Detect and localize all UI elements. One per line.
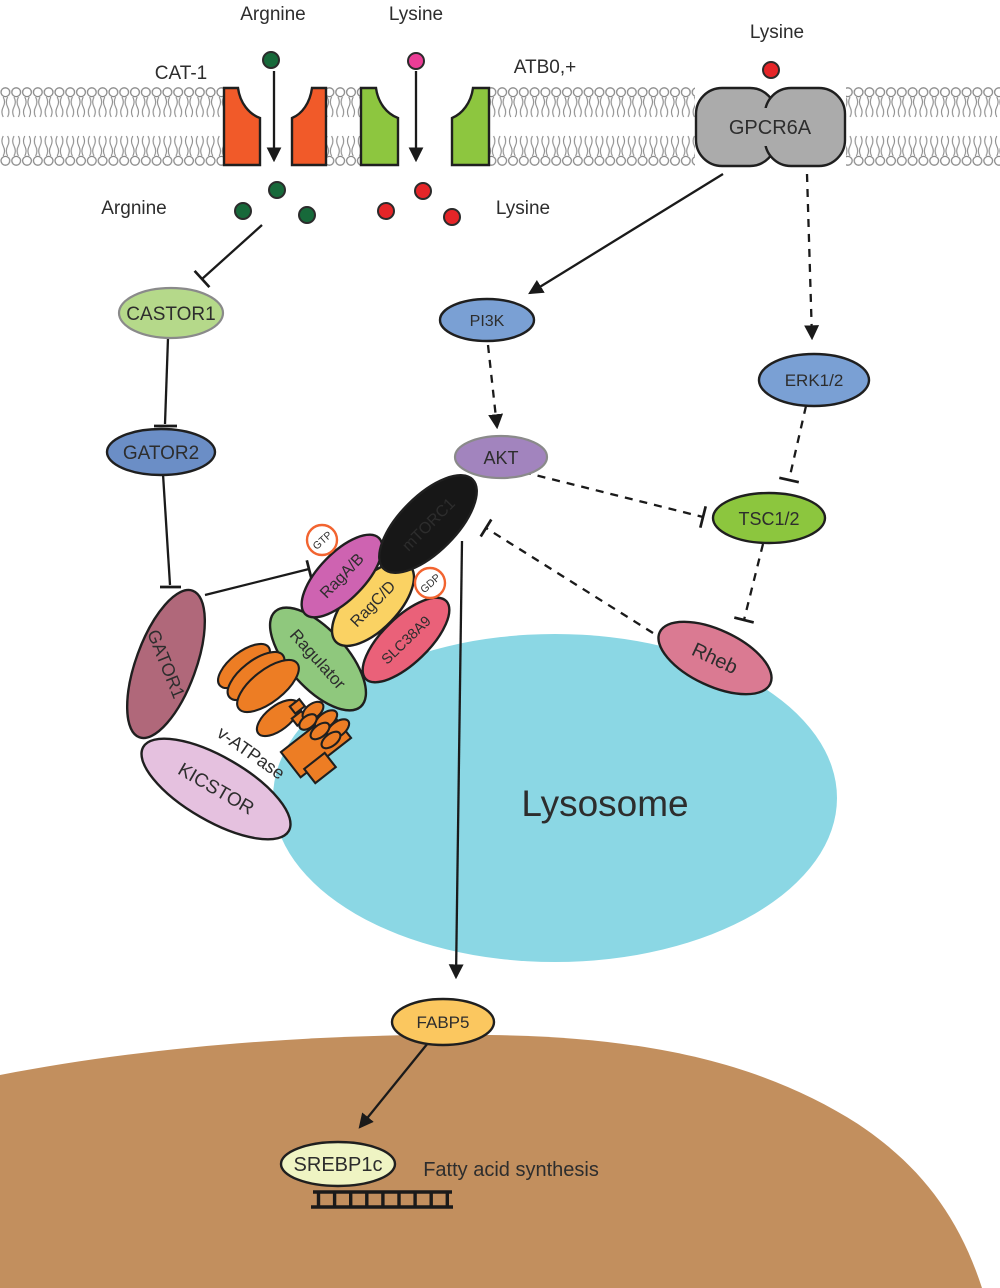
v-atpase-stem	[302, 751, 338, 785]
erk-tsc-tbar	[779, 476, 800, 484]
gpcr6a-label: GPCR6A	[729, 117, 812, 139]
cat1-label: CAT-1	[155, 63, 207, 84]
lysine-top-label: Lysine	[389, 4, 443, 25]
pathway-edges	[154, 71, 820, 1129]
lysine-dot-magenta	[407, 52, 425, 70]
gator2-label: GATOR2	[123, 443, 199, 464]
atb0-channel-left-half	[359, 86, 400, 167]
akt-tsc-tbar	[698, 505, 708, 529]
atb0-label: ATB0,+	[514, 57, 576, 78]
castor1-gator2-inhibition	[163, 337, 170, 425]
lysine-cytoplasm-label: Lysine	[496, 198, 550, 219]
v-atpase-complex	[217, 642, 353, 785]
lysosome	[273, 634, 837, 962]
gdp-badge	[413, 566, 447, 600]
erk-tsc-inhibition	[787, 405, 808, 481]
erk12-node	[757, 352, 871, 408]
arginine-top-label: Argnine	[240, 4, 306, 25]
gator1-ragab-tbar	[305, 559, 313, 579]
arginine-castor1-tbar	[193, 269, 211, 289]
lysine-gpcr-label: Lysine	[750, 22, 804, 43]
castor1-node	[117, 286, 225, 340]
arginine-dot	[262, 51, 280, 69]
arginine-dot	[298, 206, 316, 224]
membrane-segment	[0, 87, 224, 166]
lysine-dot	[414, 182, 432, 200]
lysine-dot	[762, 61, 780, 79]
akt-label: AKT	[483, 448, 518, 468]
arginine-dot	[234, 202, 252, 220]
castor1-label: CASTOR1	[126, 304, 215, 325]
srebp1c-label: SREBP1c	[294, 1154, 383, 1176]
gator2-gator1-inhibition	[161, 473, 172, 586]
v-atpase-subunit	[298, 713, 318, 731]
tsc-rheb-inhibition	[742, 543, 765, 621]
lysosomal-cluster	[125, 474, 478, 841]
tsc12-node	[711, 491, 827, 545]
membrane-segment	[843, 87, 1000, 166]
mtorc1-node	[378, 474, 478, 574]
plasma-membrane	[0, 87, 1000, 166]
membrane-segment	[326, 87, 361, 166]
rheb-node	[657, 620, 773, 696]
v-atpase-subunit	[309, 721, 331, 741]
cat1-channel-left-half	[222, 86, 262, 167]
arginine-castor1-inhibition	[201, 224, 263, 280]
akt-node	[453, 434, 549, 480]
mtorc1-fabp5-arrow	[448, 540, 464, 980]
tsc12-label: TSC1/2	[738, 509, 799, 529]
fabp5-label: FABP5	[417, 1013, 470, 1032]
nucleus	[0, 1034, 982, 1288]
fabp5-node	[390, 997, 496, 1047]
gtp-badge	[305, 523, 339, 557]
cat1-channel	[222, 86, 328, 167]
arginine-dot	[268, 181, 286, 199]
kicstor-node	[140, 737, 292, 841]
pi3k-node	[438, 297, 536, 343]
arginine-cytoplasm-label: Argnine	[101, 198, 167, 219]
atb0-channel	[359, 86, 491, 167]
lysosome-label: Lysosome	[521, 783, 688, 824]
rheb-mtorc1-tbar	[479, 518, 493, 538]
v-atpase-connector	[288, 697, 307, 716]
dna-ladder	[311, 1190, 453, 1209]
amino-acid-dots	[234, 51, 780, 226]
gpcr6a-erk-dashed-arrow	[804, 173, 820, 341]
cat1-channel-right-half	[290, 86, 328, 167]
gator2-node	[105, 427, 217, 477]
tsc-rheb-tbar	[733, 616, 755, 624]
v-atpase-subunit	[320, 730, 342, 750]
lysine-dot	[377, 202, 395, 220]
gpcr6a-receptor: GPCR6A	[694, 85, 847, 169]
membrane-segment	[489, 87, 695, 166]
gator1-node	[125, 588, 207, 740]
erk12-label: ERK1/2	[785, 371, 844, 390]
ragab-node	[300, 533, 384, 619]
lysine-dot	[443, 208, 461, 226]
srebp1c-node	[279, 1140, 397, 1188]
fabp5-srebp1c-arrow	[358, 1042, 429, 1129]
atb0-channel-right-half	[450, 86, 491, 167]
gpcr6a-seam-cover	[761, 108, 780, 146]
pi3k-akt-dashed-arrow	[486, 344, 504, 430]
pi3k-label: PI3K	[470, 313, 505, 330]
akt-tsc-inhibition	[522, 470, 704, 519]
v-atpase-petal	[236, 658, 300, 714]
fatty-acid-synthesis-label: Fatty acid synthesis	[423, 1159, 599, 1181]
gator1-ragab-inhibition	[204, 567, 310, 597]
gpcr6a-pi3k-arrow	[528, 173, 724, 295]
rheb-mtorc1-edge	[485, 527, 654, 634]
